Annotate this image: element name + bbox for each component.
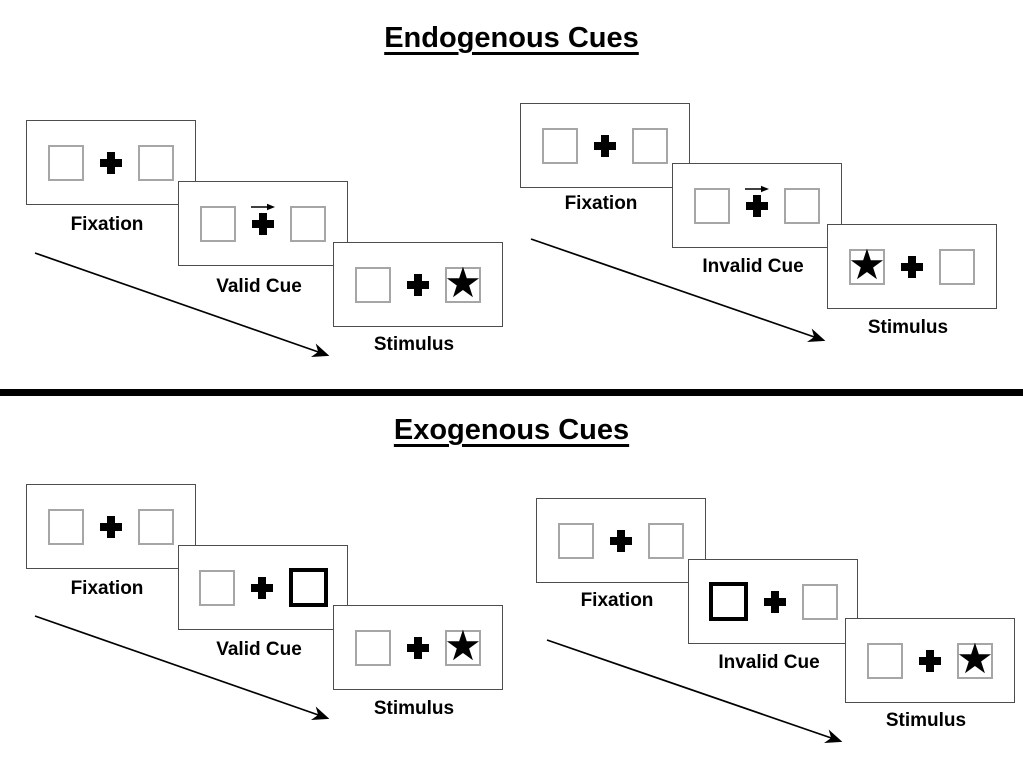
right-stimulus-box: ★ bbox=[444, 624, 482, 666]
stimulus-panel: ★ bbox=[827, 224, 997, 309]
plus-icon bbox=[746, 194, 768, 217]
fixation-cross bbox=[917, 619, 943, 702]
left-placeholder-box bbox=[355, 266, 391, 303]
right-placeholder-box bbox=[290, 205, 326, 242]
right-placeholder-box bbox=[801, 583, 838, 620]
plus-icon bbox=[407, 273, 429, 296]
stimulus-panel: ★ bbox=[333, 605, 503, 690]
panel-label-stimulus: Stimulus bbox=[885, 710, 967, 731]
plus-icon bbox=[919, 649, 941, 672]
fixation-panel bbox=[26, 484, 196, 569]
panel-label-invalid-cue: Invalid Cue bbox=[718, 652, 820, 673]
fixation-panel bbox=[520, 103, 690, 188]
sequence-arrow-exogenous-valid bbox=[34, 615, 330, 720]
right-placeholder-box bbox=[138, 144, 174, 181]
panel-label-fixation: Fixation bbox=[580, 590, 654, 611]
section-title-endogenous: Endogenous Cues bbox=[384, 22, 639, 54]
left-placeholder-box bbox=[48, 508, 84, 545]
plus-icon bbox=[901, 255, 923, 278]
right-placeholder-box bbox=[648, 522, 684, 559]
panel-label-invalid-cue: Invalid Cue bbox=[702, 256, 804, 277]
fixation-cross bbox=[744, 164, 770, 247]
plus-icon bbox=[407, 636, 429, 659]
right-arrow-cue-icon bbox=[745, 185, 769, 193]
left-stimulus-box: ★ bbox=[848, 243, 886, 285]
left-placeholder-box bbox=[694, 187, 730, 224]
fixation-cross bbox=[249, 546, 275, 629]
fixation-cross bbox=[98, 121, 124, 204]
left-placeholder-box bbox=[48, 144, 84, 181]
right-stimulus-box: ★ bbox=[444, 261, 482, 303]
plus-icon bbox=[250, 576, 273, 599]
sequence-arrow-endogenous-valid bbox=[34, 252, 330, 357]
panel-label-stimulus: Stimulus bbox=[373, 334, 455, 355]
panel-label-stimulus: Stimulus bbox=[867, 317, 949, 338]
fixation-cross bbox=[592, 104, 618, 187]
panel-label-fixation: Fixation bbox=[564, 193, 638, 214]
left-placeholder-box bbox=[355, 629, 391, 666]
star-stimulus-icon: ★ bbox=[956, 633, 994, 683]
star-stimulus-icon: ★ bbox=[848, 239, 886, 289]
plus-icon bbox=[100, 151, 122, 174]
fixation-panel bbox=[536, 498, 706, 583]
panel-label-valid-cue: Valid Cue bbox=[216, 639, 302, 660]
fixation-cross bbox=[899, 225, 925, 308]
right-stimulus-box: ★ bbox=[956, 637, 994, 679]
plus-icon bbox=[610, 529, 632, 552]
right-arrow-cue-icon bbox=[251, 203, 275, 211]
plus-icon bbox=[763, 590, 786, 613]
fixation-cross bbox=[250, 182, 276, 265]
plus-icon bbox=[594, 134, 616, 157]
panel-label-fixation: Fixation bbox=[70, 214, 144, 235]
right-placeholder-box bbox=[138, 508, 174, 545]
valid-cue-panel bbox=[178, 181, 348, 266]
fixation-cross bbox=[98, 485, 124, 568]
left-placeholder-box bbox=[200, 205, 236, 242]
invalid-cue-panel bbox=[688, 559, 858, 644]
star-stimulus-icon: ★ bbox=[444, 257, 482, 307]
right-placeholder-box bbox=[632, 127, 668, 164]
fixation-panel bbox=[26, 120, 196, 205]
left-placeholder-box bbox=[198, 569, 235, 606]
panel-label-fixation: Fixation bbox=[70, 578, 144, 599]
section-title-exogenous: Exogenous Cues bbox=[393, 414, 630, 446]
panel-label-valid-cue: Valid Cue bbox=[216, 276, 302, 297]
star-stimulus-icon: ★ bbox=[444, 620, 482, 670]
right-placeholder-box bbox=[784, 187, 820, 224]
invalid-cue-panel bbox=[672, 163, 842, 248]
left-placeholder-box bbox=[542, 127, 578, 164]
panel-label-stimulus: Stimulus bbox=[373, 698, 455, 719]
left-placeholder-box bbox=[867, 642, 903, 679]
sequence-arrow-exogenous-invalid bbox=[546, 639, 843, 744]
stimulus-panel: ★ bbox=[333, 242, 503, 327]
fixation-cross bbox=[405, 243, 431, 326]
plus-icon bbox=[252, 212, 274, 235]
section-divider bbox=[0, 389, 1023, 396]
plus-icon bbox=[100, 515, 122, 538]
sequence-arrow-endogenous-invalid bbox=[530, 238, 826, 343]
fixation-cross bbox=[405, 606, 431, 689]
stimulus-panel: ★ bbox=[845, 618, 1015, 703]
valid-cue-panel bbox=[178, 545, 348, 630]
fixation-cross bbox=[762, 560, 788, 643]
fixation-cross bbox=[608, 499, 634, 582]
right-highlighted-cue-box bbox=[288, 568, 328, 607]
left-highlighted-cue-box bbox=[708, 582, 748, 621]
right-placeholder-box bbox=[939, 248, 975, 285]
left-placeholder-box bbox=[558, 522, 594, 559]
